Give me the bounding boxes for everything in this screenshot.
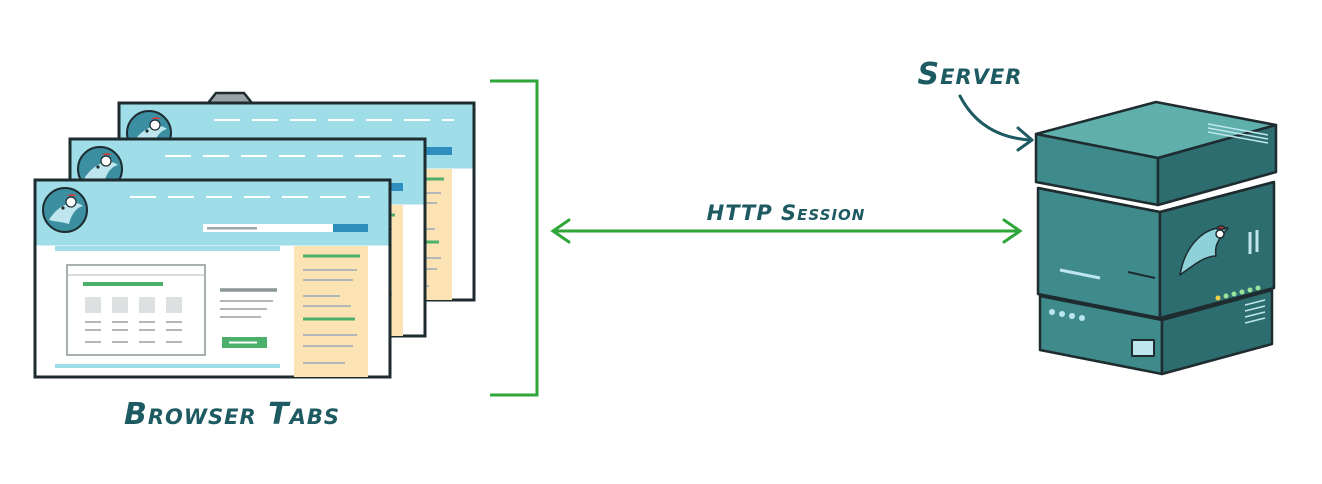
browser-tabs-stack <box>35 91 474 377</box>
arrowhead-right <box>1002 218 1023 244</box>
browser-window-front <box>35 180 390 377</box>
server-label: Server <box>918 57 1023 92</box>
server-icon <box>1034 100 1278 376</box>
arrowhead-left <box>550 218 571 244</box>
dolphin-mascot-icon <box>1179 225 1229 276</box>
browser-tabs-label: Browser Tabs <box>124 397 340 432</box>
http-session-arrow <box>550 218 1023 244</box>
led-row <box>1215 285 1261 301</box>
bracket <box>490 79 539 397</box>
curved-pointer-arrow <box>958 94 1032 142</box>
http-session-label: HTTP Session <box>707 201 866 225</box>
